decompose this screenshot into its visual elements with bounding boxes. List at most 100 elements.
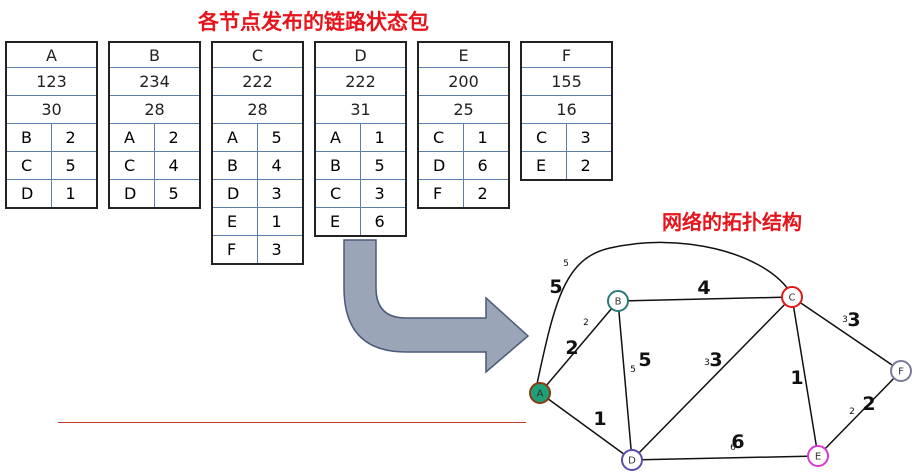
lsp-sender-id: D bbox=[316, 43, 405, 68]
neighbor-name: D bbox=[7, 180, 52, 207]
neighbor-name: C bbox=[110, 152, 155, 179]
lsp-sender-id: F bbox=[522, 43, 611, 68]
divider-line bbox=[58, 422, 526, 423]
link-cost: 5 bbox=[271, 128, 282, 147]
transform-arrow-icon bbox=[343, 239, 530, 374]
lsp-sequence-number: 123 bbox=[7, 68, 96, 96]
lsp-sequence-number: 222 bbox=[213, 68, 302, 96]
edge-b-d bbox=[617, 300, 633, 461]
edge-weight-small: 2 bbox=[583, 318, 589, 328]
lsp-sender-id: B bbox=[110, 43, 199, 68]
lsp-section-title: 各节点发布的链路状态包 bbox=[198, 10, 429, 34]
lsp-sequence-number: 234 bbox=[110, 68, 199, 96]
node-label: B bbox=[615, 297, 622, 308]
edge-weight-label: 1 bbox=[593, 408, 606, 430]
edge-weight-label: 5 bbox=[638, 349, 651, 371]
lsp-sequence-number: 200 bbox=[419, 68, 508, 96]
neighbor-name: F bbox=[419, 180, 464, 207]
lsp-sequence-number: 222 bbox=[316, 68, 405, 96]
edge-weight-label: 6 bbox=[731, 431, 744, 453]
node-label: E bbox=[815, 452, 821, 463]
edge-c-d bbox=[631, 296, 793, 461]
link-cost: 3 bbox=[271, 184, 282, 203]
lsp-sender-id: C bbox=[213, 43, 302, 68]
edge-weight-label: 2 bbox=[862, 393, 875, 415]
edge-weight-label: 2 bbox=[565, 337, 578, 359]
link-cost: 1 bbox=[477, 128, 488, 147]
link-cost: 5 bbox=[374, 156, 385, 175]
edge-weight-label: 1 bbox=[790, 367, 803, 389]
edge-a-c bbox=[536, 241, 789, 385]
node-e bbox=[807, 445, 829, 467]
link-cost: 3 bbox=[271, 240, 282, 259]
lsp-sender-id: E bbox=[419, 43, 508, 68]
node-label: D bbox=[628, 456, 636, 467]
neighbor-name: C bbox=[316, 180, 361, 207]
node-f bbox=[890, 360, 912, 382]
edge-a-d bbox=[539, 392, 633, 461]
link-cost: 6 bbox=[477, 156, 488, 175]
edge-weight-label: 3 bbox=[709, 349, 722, 371]
neighbor-name: C bbox=[7, 152, 52, 179]
edge-weight-small: 6 bbox=[730, 443, 736, 453]
edge-a-b bbox=[539, 300, 619, 394]
node-label: A bbox=[537, 389, 544, 400]
neighbor-name: A bbox=[110, 124, 155, 151]
neighbor-name: C bbox=[419, 124, 464, 151]
edge-weight-label: 4 bbox=[697, 277, 710, 299]
neighbor-name: B bbox=[316, 152, 361, 179]
lsp-age: 25 bbox=[419, 96, 508, 124]
edge-b-c bbox=[617, 296, 793, 302]
link-cost: 2 bbox=[168, 128, 179, 147]
link-cost: 1 bbox=[65, 184, 76, 203]
edge-d-e bbox=[631, 455, 819, 461]
lsp-age: 31 bbox=[316, 96, 405, 124]
node-c bbox=[781, 286, 803, 308]
link-cost: 6 bbox=[374, 212, 385, 231]
topology-section-title: 网络的拓扑结构 bbox=[662, 210, 802, 234]
node-label: F bbox=[898, 367, 904, 378]
neighbor-name: A bbox=[316, 124, 361, 151]
link-cost: 4 bbox=[271, 156, 282, 175]
neighbor-name: A bbox=[213, 124, 258, 151]
neighbor-name: D bbox=[110, 180, 155, 207]
neighbor-name: E bbox=[213, 208, 258, 235]
neighbor-name: D bbox=[419, 152, 464, 179]
link-cost: 4 bbox=[168, 156, 179, 175]
neighbor-name: B bbox=[213, 152, 258, 179]
edge-e-f bbox=[817, 370, 902, 457]
link-cost: 3 bbox=[374, 184, 385, 203]
edge-weight-small: 3 bbox=[704, 358, 710, 368]
lsp-age: 16 bbox=[522, 96, 611, 124]
neighbor-name: F bbox=[213, 236, 258, 263]
lsp-age: 28 bbox=[110, 96, 199, 124]
link-cost: 2 bbox=[477, 184, 488, 203]
lsp-age: 30 bbox=[7, 96, 96, 124]
edge-weight-small: 5 bbox=[630, 365, 636, 375]
edge-weight-small: 3 bbox=[842, 315, 848, 325]
edge-weight-label: 3 bbox=[847, 309, 860, 331]
link-cost: 1 bbox=[374, 128, 385, 147]
